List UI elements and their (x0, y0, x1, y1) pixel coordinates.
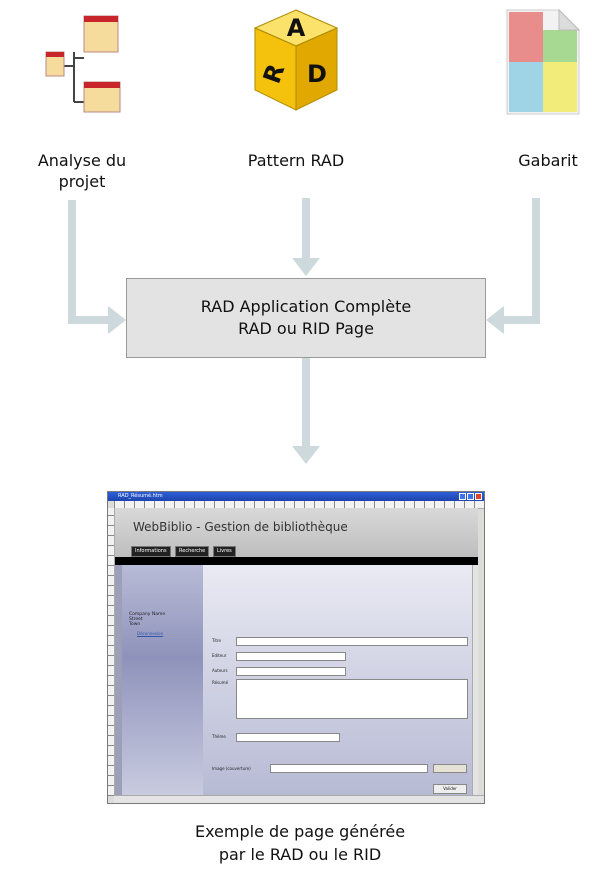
maximize-icon[interactable] (467, 493, 474, 500)
arrow-left-horizontal (68, 316, 112, 324)
company-street: Street (129, 617, 143, 622)
app-title: WebBiblio - Gestion de bibliothèque (133, 520, 348, 534)
titre-input[interactable] (236, 637, 468, 646)
image-input[interactable] (270, 764, 428, 773)
caption-line-1: Exemple de page générée (194, 822, 406, 841)
window-title: RAD_Résumé.htm (118, 493, 163, 499)
generated-page-screenshot: RAD_Résumé.htm WebBiblio - Gestion de bi… (107, 491, 485, 804)
label-titre: Titre (212, 638, 222, 643)
editeur-input[interactable] (236, 652, 346, 661)
ruler-left (108, 508, 115, 796)
tab-recherche[interactable]: Recherche (175, 546, 210, 557)
arrow-center-top-head (292, 258, 320, 276)
tab-livres[interactable]: Livres (213, 546, 236, 557)
horizontal-scrollbar[interactable] (114, 795, 484, 803)
vertical-scrollbar[interactable] (472, 565, 478, 796)
arrow-right-head (486, 306, 504, 334)
tab-informations[interactable]: Informations (131, 546, 171, 557)
sidebar (115, 565, 203, 796)
label-editeur: Editeur (212, 653, 227, 658)
analysis-tree-icon (45, 15, 121, 113)
minimize-icon[interactable] (459, 493, 466, 500)
submit-button[interactable]: Valider (433, 784, 467, 794)
cube-letter-a: A (287, 14, 306, 42)
label-theme: Thème (212, 734, 226, 739)
browse-button[interactable] (433, 764, 467, 773)
close-icon[interactable] (475, 493, 482, 500)
label-image: Image (couverture) (212, 766, 251, 771)
caption: Exemple de page générée par le RAD ou le… (150, 820, 450, 866)
auteurs-input[interactable] (236, 667, 346, 676)
web-page: WebBiblio - Gestion de bibliothèque Info… (115, 508, 478, 796)
page-header: WebBiblio - Gestion de bibliothèque Info… (115, 508, 478, 560)
template-document-icon (506, 8, 581, 115)
central-line-2: RAD ou RID Page (238, 319, 374, 338)
arrow-right-vertical (532, 198, 540, 324)
rad-application-box: RAD Application Complète RAD ou RID Page (126, 278, 486, 358)
arrow-down-head (292, 446, 320, 464)
caption-line-2: par le RAD ou le RID (218, 845, 382, 864)
resume-textarea[interactable] (236, 679, 468, 719)
label-resume: Résumé (212, 680, 229, 685)
company-town: Town (129, 622, 141, 627)
sidebar-strip (115, 565, 122, 796)
central-line-1: RAD Application Complète (200, 297, 412, 316)
label-gabarit: Gabarit (518, 151, 578, 170)
label-pattern-rad: Pattern RAD (247, 151, 345, 170)
logout-link[interactable]: Déconnexion (137, 631, 164, 636)
company-info: Company Name Street Town (129, 612, 165, 627)
arrow-down-line (302, 358, 310, 448)
header-black-bar (115, 557, 478, 565)
arrow-right-horizontal (500, 316, 540, 324)
theme-select[interactable] (236, 733, 340, 742)
cube-letter-d: D (307, 60, 327, 88)
arrow-center-top (302, 198, 310, 262)
arrow-left-vertical (68, 200, 76, 324)
company-name: Company Name (129, 612, 166, 617)
rad-cube-icon: A R D (253, 9, 339, 111)
window-titlebar: RAD_Résumé.htm (108, 492, 484, 501)
arrow-left-head (108, 306, 126, 334)
label-auteurs: Auteurs (212, 668, 228, 673)
